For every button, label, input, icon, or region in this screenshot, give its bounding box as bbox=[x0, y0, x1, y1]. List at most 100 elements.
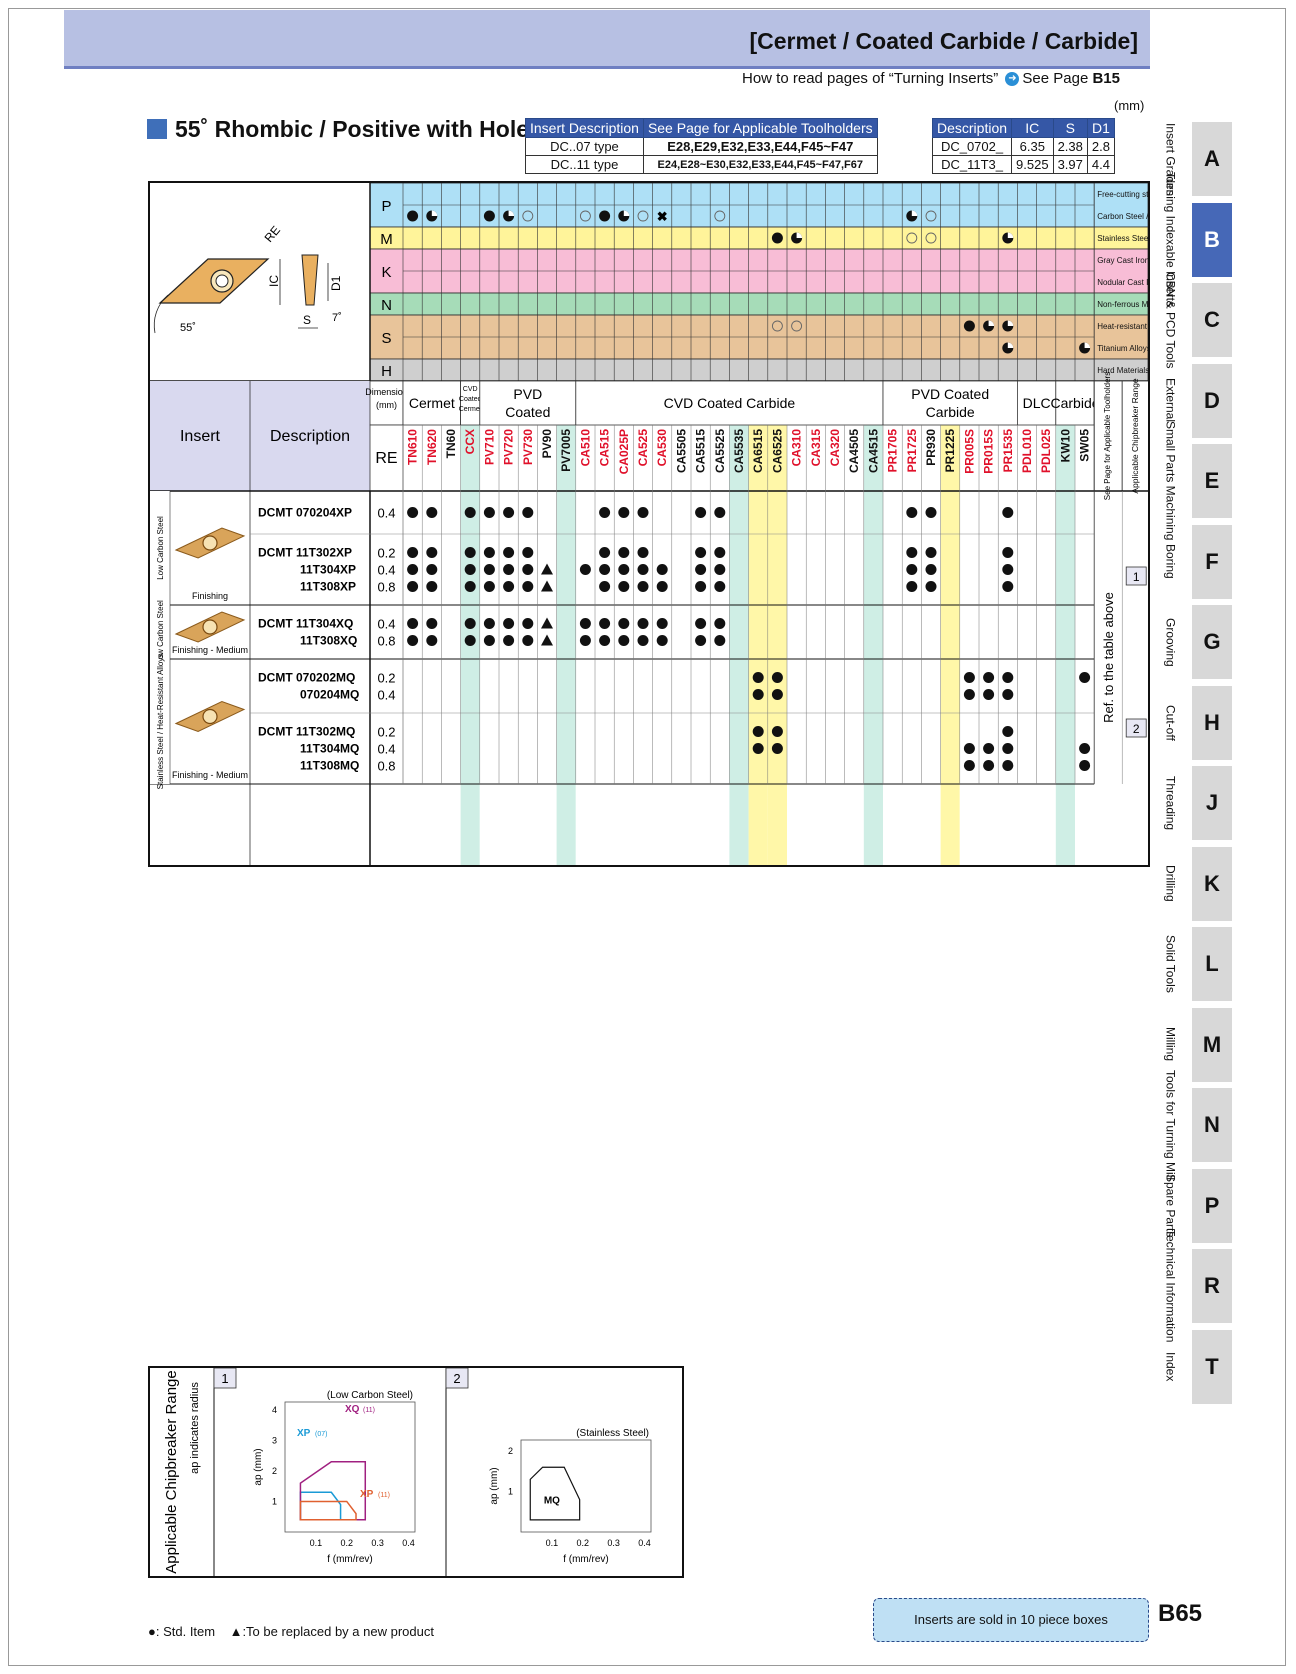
label-angle-55: 55˚ bbox=[180, 322, 196, 334]
re-value: 0.4 bbox=[377, 742, 395, 757]
grade-col-bg bbox=[767, 425, 787, 865]
sidebar-label-m[interactable]: Milling bbox=[1150, 1008, 1190, 1082]
sidebar-tab-r[interactable]: R bbox=[1192, 1249, 1232, 1327]
arrow-right-icon: ➜ bbox=[1005, 72, 1020, 87]
stock-mark-std-icon bbox=[503, 618, 515, 629]
ref-note: Ref. to the table above bbox=[1101, 592, 1116, 723]
dim-s: 2.38 bbox=[1052, 137, 1088, 156]
sidebar-tab-m[interactable]: M bbox=[1192, 1007, 1232, 1086]
sidebar-label-text: Drilling bbox=[1163, 865, 1178, 902]
sidebar-label-k[interactable]: Drilling bbox=[1150, 847, 1190, 921]
stock-mark-std-icon bbox=[599, 618, 611, 629]
stock-mark-std-icon bbox=[925, 507, 937, 518]
section-title: 55˚ Rhombic / Positive with Hole bbox=[147, 116, 529, 143]
y-tick: 1 bbox=[272, 1496, 277, 1506]
material-code-m: M bbox=[380, 231, 393, 248]
section-square-icon bbox=[147, 119, 167, 139]
see-page-text: See Page bbox=[1022, 70, 1089, 87]
stock-mark-triangle-icon bbox=[541, 563, 553, 575]
sidebar-label-t[interactable]: Index bbox=[1150, 1330, 1190, 1404]
stock-mark-std-icon bbox=[522, 581, 534, 592]
sidebar-label-c[interactable]: CBN & PCD Tools bbox=[1150, 272, 1190, 368]
sidebar-label-d[interactable]: External bbox=[1150, 364, 1190, 438]
panel-num: 2 bbox=[453, 1371, 460, 1386]
stock-mark-std-icon bbox=[695, 635, 707, 646]
stock-mark-std-icon bbox=[925, 547, 937, 558]
sidebar-tab-f[interactable]: F bbox=[1192, 524, 1232, 603]
product-code: 11T304XP bbox=[300, 563, 356, 577]
x-tick: 0.1 bbox=[546, 1538, 559, 1548]
sidebar-tab-c[interactable]: C bbox=[1192, 283, 1232, 361]
sidebar-label-a[interactable]: Insert Grades bbox=[1150, 122, 1190, 196]
stock-mark-std-icon bbox=[656, 618, 668, 629]
insert-hole-icon bbox=[202, 619, 218, 635]
product-code: 11T304MQ bbox=[300, 742, 359, 756]
stock-mark-std-icon bbox=[522, 547, 534, 558]
stock-mark-std-icon bbox=[483, 581, 495, 592]
stock-mark-std-icon bbox=[618, 581, 630, 592]
sidebar-tab-d[interactable]: D bbox=[1192, 363, 1232, 442]
stock-mark-std-icon bbox=[963, 689, 975, 700]
material-code-k: K bbox=[381, 264, 391, 281]
sidebar-label-p[interactable]: Spare Parts bbox=[1150, 1169, 1190, 1243]
stock-mark-std-icon bbox=[426, 581, 438, 592]
sidebar-tab-b[interactable]: B bbox=[1192, 202, 1232, 281]
sidebar-tab-n[interactable]: N bbox=[1192, 1088, 1232, 1166]
td-pages[interactable]: E28,E29,E32,E33,E44,F45~F47 bbox=[642, 137, 878, 156]
dim-d1: 2.8 bbox=[1086, 137, 1115, 156]
stock-mark-std-icon bbox=[925, 564, 937, 575]
material-band-n bbox=[369, 292, 1149, 316]
product-code: 11T308XQ bbox=[300, 634, 357, 648]
sidebar-label-e[interactable]: Small Parts Machining bbox=[1150, 421, 1190, 540]
re-value: 0.4 bbox=[377, 617, 395, 632]
sidebar-tab-j[interactable]: J bbox=[1192, 766, 1232, 844]
sidebar-label-text: External bbox=[1163, 378, 1178, 423]
grade-ca5515: CA5515 bbox=[694, 429, 708, 473]
material-sub-label: Nodular Cast Iron bbox=[1097, 278, 1148, 287]
group-cvd-coated-carbide: CVD Coated Carbide bbox=[664, 395, 796, 411]
chip-ref-box bbox=[1125, 566, 1147, 586]
sidebar-label-r[interactable]: Technical Information bbox=[1150, 1229, 1190, 1342]
sidebar-label-n[interactable]: Tools for Turning Mill bbox=[1150, 1070, 1190, 1180]
sidebar-tab-k[interactable]: K bbox=[1192, 846, 1232, 925]
sidebar-label-l[interactable]: Solid Tools bbox=[1150, 927, 1190, 1001]
chip-ref-num: 1 bbox=[1133, 570, 1140, 584]
sidebar-tab-e[interactable]: E bbox=[1192, 444, 1232, 522]
sidebar-tab-g[interactable]: G bbox=[1192, 605, 1232, 683]
stock-mark-std-icon bbox=[714, 564, 726, 575]
std-item-icon: ● bbox=[148, 1624, 156, 1639]
td-pages[interactable]: E24,E28~E30,E32,E33,E44,F45~F47,F67 bbox=[642, 155, 878, 174]
legend: ●: Std. Item ▲:To be replaced by a new p… bbox=[148, 1624, 434, 1639]
dim-ic: 6.35 bbox=[1011, 137, 1054, 156]
sidebar-label-h[interactable]: Cut-off bbox=[1150, 686, 1190, 760]
side-view-drawing bbox=[301, 254, 319, 306]
sidebar-label-f[interactable]: Boring bbox=[1150, 525, 1190, 599]
grade-col-bg bbox=[1017, 425, 1037, 865]
range-label-sub: (11) bbox=[378, 1492, 390, 1499]
see-page-link[interactable]: B15 bbox=[1092, 70, 1120, 87]
sidebar-tab-p[interactable]: P bbox=[1192, 1168, 1232, 1247]
sidebar-tab-h[interactable]: H bbox=[1192, 685, 1232, 764]
stock-mark-std-icon bbox=[579, 635, 591, 646]
grade-pr930: PR930 bbox=[924, 429, 938, 466]
sidebar-label-b[interactable]: Turning Indexable Inserts bbox=[1150, 172, 1190, 307]
chip-range-header: Applicable Chipbreaker Range bbox=[1130, 378, 1140, 494]
stock-mark-std-icon bbox=[1002, 581, 1014, 592]
sidebar-tab-l[interactable]: L bbox=[1192, 927, 1232, 1005]
stock-mark-std-icon bbox=[522, 635, 534, 646]
sidebar-tab-t[interactable]: T bbox=[1192, 1329, 1232, 1408]
group-carbide: Carbide bbox=[1050, 395, 1099, 411]
grade-pv7005: PV7005 bbox=[559, 429, 573, 472]
stock-mark-std-icon bbox=[464, 618, 476, 629]
mq-range bbox=[529, 1466, 581, 1521]
sidebar-label-g[interactable]: Grooving bbox=[1150, 605, 1190, 679]
sidebar-label-j[interactable]: Threading bbox=[1150, 766, 1190, 840]
sidebar-tab-a[interactable]: A bbox=[1192, 122, 1232, 200]
material-mark-half-cut bbox=[988, 320, 995, 326]
dim-ic: 9.525 bbox=[1011, 155, 1054, 174]
grade-ca515: CA515 bbox=[598, 429, 612, 467]
stock-mark-std-icon bbox=[426, 635, 438, 646]
chipbreaker-caption: Finishing - Medium bbox=[172, 645, 248, 655]
group-carbide-cell bbox=[1055, 380, 1095, 426]
